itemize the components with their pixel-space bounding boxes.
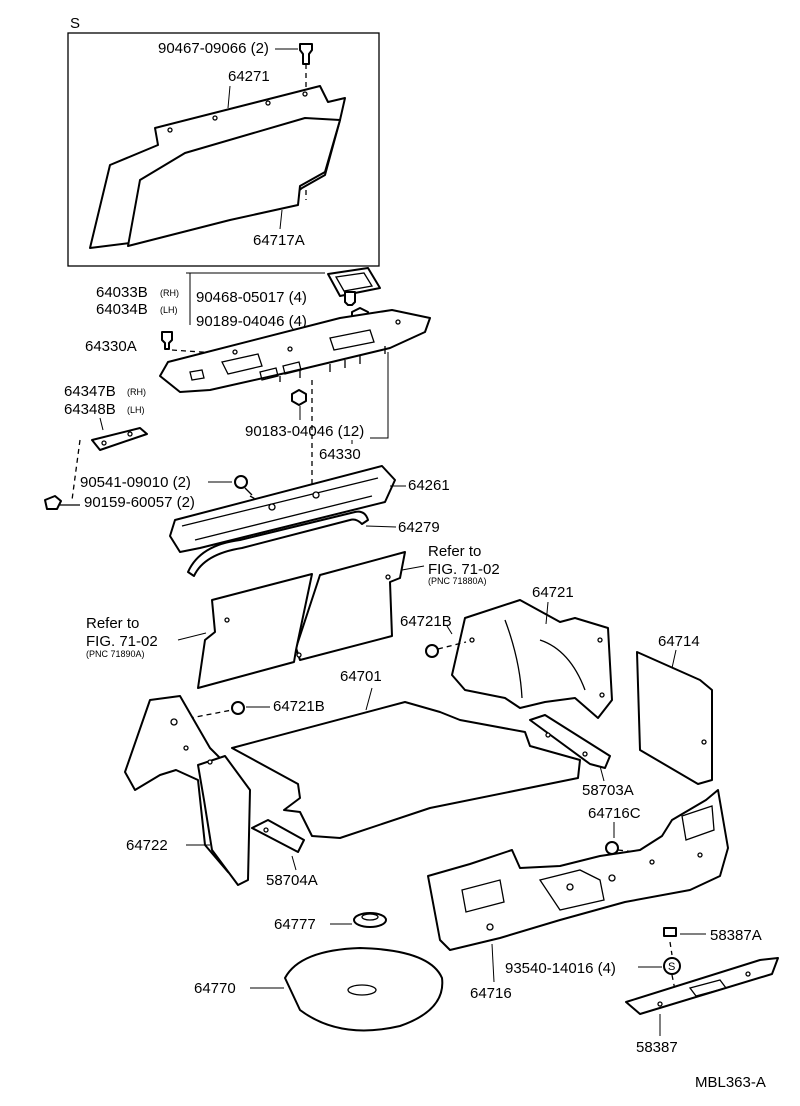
label-64261: 64261 (408, 477, 450, 494)
label-64714: 64714 (658, 633, 700, 650)
part-side-carpet-right (295, 551, 406, 661)
label-64721b-b: 64721B (273, 698, 325, 715)
nut-90183-icon (291, 389, 307, 406)
label-64348b: 64348B (64, 401, 116, 418)
part-58387-sill-plate (625, 957, 779, 1015)
label-ref2-line1: Refer to (86, 615, 139, 632)
part-58703a-bracket (529, 714, 611, 769)
part-64701-floor-mat (231, 701, 581, 839)
part-64347b-bracket (91, 427, 148, 451)
label-ref2-line3: (PNC 71890A) (86, 649, 145, 659)
label-ref1-line1: Refer to (428, 543, 481, 560)
label-64330a: 64330A (85, 338, 137, 355)
diagram-code: MBL363-A (695, 1074, 766, 1091)
s-symbol-text: S (668, 961, 675, 973)
clip-64716c-icon (605, 841, 619, 855)
label-ref1-line2: FIG. 71-02 (428, 561, 500, 578)
label-90189: 90189-04046 (4) (196, 313, 307, 330)
label-64701: 64701 (340, 668, 382, 685)
label-64717a: 64717A (253, 232, 305, 249)
screw-90159-icon (44, 495, 80, 510)
clip-64721b-b-icon (231, 701, 245, 715)
part-64279-weatherstrip (187, 510, 369, 577)
part-64261-rear-panel-trim (169, 465, 396, 553)
label-64722: 64722 (126, 837, 168, 854)
label-64347b: 64347B (64, 383, 116, 400)
label-64721: 64721 (532, 584, 574, 601)
label-64348b-side: (LH) (127, 405, 145, 415)
label-64271: 64271 (228, 68, 270, 85)
s-symbol-icon: S (663, 957, 681, 975)
label-90183: 90183-04046 (12) (245, 423, 364, 440)
part-64722-side-trim (124, 695, 251, 886)
clip-64721b-a-icon (425, 644, 439, 658)
label-64716: 64716 (470, 985, 512, 1002)
part-58704a-bracket (251, 819, 305, 853)
label-90541: 90541-09010 (2) (80, 474, 191, 491)
label-64034b-side: (LH) (160, 305, 178, 315)
label-90467: 90467-09066 (2) (158, 40, 269, 57)
label-90159: 90159-60057 (2) (84, 494, 195, 511)
label-64347b-side: (RH) (127, 387, 146, 397)
part-64721-side-trim (451, 599, 613, 719)
label-58703a: 58703A (582, 782, 634, 799)
part-64716-rear-garnish (427, 789, 729, 951)
part-64330-package-tray (159, 309, 431, 393)
part-64770-spare-tire-cover (284, 947, 444, 1032)
label-58387a: 58387A (710, 927, 762, 944)
label-64033b: 64033B (96, 284, 148, 301)
label-ref1-line3: (PNC 71880A) (428, 576, 487, 586)
detail-box (67, 32, 380, 267)
part-64033b-speaker-cover (327, 267, 381, 297)
label-64770: 64770 (194, 980, 236, 997)
label-64716c: 64716C (588, 805, 641, 822)
clip-58387a-icon (663, 927, 677, 937)
label-ref2-line2: FIG. 71-02 (86, 633, 158, 650)
label-64721b-a: 64721B (400, 613, 452, 630)
label-64033b-side: (RH) (160, 288, 179, 298)
label-58387: 58387 (636, 1039, 678, 1056)
screw-90541-icon (234, 475, 253, 496)
box-marker: S (70, 15, 80, 32)
part-64777-pad (353, 912, 387, 928)
label-64279: 64279 (398, 519, 440, 536)
label-64777: 64777 (274, 916, 316, 933)
label-64034b: 64034B (96, 301, 148, 318)
clip-90467-icon (299, 43, 313, 65)
label-58704a: 58704A (266, 872, 318, 889)
part-side-carpet-left (197, 573, 313, 689)
clip-64330a-icon (161, 331, 173, 350)
clip-90468-icon (344, 291, 356, 306)
label-90468: 90468-05017 (4) (196, 289, 307, 306)
part-64714-panel (636, 651, 713, 785)
label-64330: 64330 (319, 446, 361, 463)
label-93540: 93540-14016 (4) (505, 960, 616, 977)
part-64717a-panel (127, 117, 341, 247)
